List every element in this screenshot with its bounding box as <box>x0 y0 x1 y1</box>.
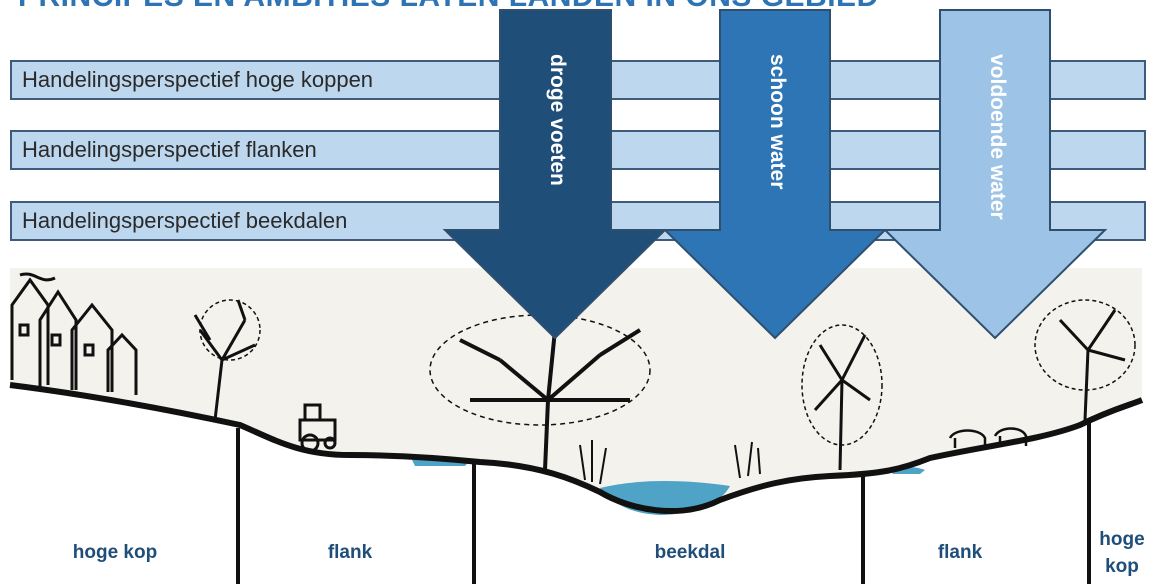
arrow-voldoende-water <box>882 9 1108 340</box>
tree-left <box>193 299 261 421</box>
arrow-label-droge-voeten: droge voeten <box>546 54 569 186</box>
village-houses <box>10 272 138 395</box>
arrow-droge-voeten <box>442 9 668 340</box>
zone-label-flank-left: flank <box>327 542 373 563</box>
zone-label-hoge-kop-left: hoge kop <box>72 542 158 563</box>
band-label-flanken: Handelingsperspectief flanken <box>22 137 317 162</box>
arrow-label-voldoende-water: voldoende water <box>986 54 1009 220</box>
arrow-label-schoon-water: schoon water <box>766 54 789 190</box>
diagram-title: PRINCIPES EN AMBITIES LATEN LANDEN IN ON… <box>18 0 879 14</box>
zone-label-beekdal: beekdal <box>654 542 726 563</box>
reeds <box>579 440 761 485</box>
band-label-beekdalen: Handelingsperspectief beekdalen <box>22 208 348 233</box>
arrow-schoon-water <box>662 9 888 340</box>
tractor <box>298 403 337 453</box>
zone-dividers <box>236 422 1091 584</box>
zone-label-flank-right: flank <box>937 542 983 563</box>
tree-far-right <box>1034 299 1136 421</box>
band-label-hoge-koppen: Handelingsperspectief hoge koppen <box>22 67 374 92</box>
zone-label-hoge-kop-right: hoge kop <box>1099 529 1145 577</box>
tree-right <box>801 324 883 471</box>
cows <box>948 427 1028 448</box>
